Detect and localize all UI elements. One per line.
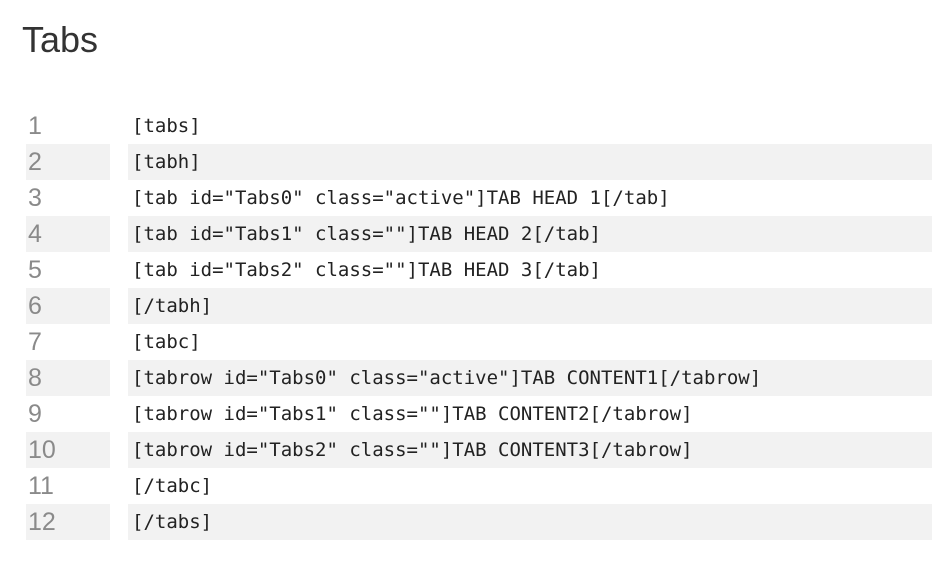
line-number: 6 xyxy=(26,288,110,324)
code-line: 2 [tabh] xyxy=(26,144,932,180)
line-gutter-gap xyxy=(110,252,128,288)
code-line: 4 [tab id="Tabs1" class=""]TAB HEAD 2[/t… xyxy=(26,216,932,252)
line-number: 7 xyxy=(26,324,110,360)
line-gutter-gap xyxy=(110,108,128,144)
line-code[interactable]: [tabrow id="Tabs2" class=""]TAB CONTENT3… xyxy=(128,432,932,468)
line-number: 5 xyxy=(26,252,110,288)
code-line: 10 [tabrow id="Tabs2" class=""]TAB CONTE… xyxy=(26,432,932,468)
line-gutter-gap xyxy=(110,432,128,468)
line-code[interactable]: [tabs] xyxy=(128,108,932,144)
line-number: 8 xyxy=(26,360,110,396)
line-code[interactable]: [/tabh] xyxy=(128,288,932,324)
line-number: 2 xyxy=(26,144,110,180)
code-line: 3 [tab id="Tabs0" class="active"]TAB HEA… xyxy=(26,180,932,216)
line-gutter-gap xyxy=(110,324,128,360)
line-number: 11 xyxy=(26,468,110,504)
line-code[interactable]: [tab id="Tabs1" class=""]TAB HEAD 2[/tab… xyxy=(128,216,932,252)
code-line: 8 [tabrow id="Tabs0" class="active"]TAB … xyxy=(26,360,932,396)
line-gutter-gap xyxy=(110,360,128,396)
line-gutter-gap xyxy=(110,468,128,504)
line-gutter-gap xyxy=(110,144,128,180)
line-number: 4 xyxy=(26,216,110,252)
line-number: 10 xyxy=(26,432,110,468)
line-code[interactable]: [tab id="Tabs2" class=""]TAB HEAD 3[/tab… xyxy=(128,252,932,288)
code-block[interactable]: 1 [tabs] 2 [tabh] 3 [tab id="Tabs0" clas… xyxy=(26,108,932,540)
line-code[interactable]: [/tabc] xyxy=(128,468,932,504)
code-line: 12 [/tabs] xyxy=(26,504,932,540)
code-line: 1 [tabs] xyxy=(26,108,932,144)
line-gutter-gap xyxy=(110,216,128,252)
code-line: 5 [tab id="Tabs2" class=""]TAB HEAD 3[/t… xyxy=(26,252,932,288)
line-code[interactable]: [tabrow id="Tabs0" class="active"]TAB CO… xyxy=(128,360,932,396)
line-code[interactable]: [tabh] xyxy=(128,144,932,180)
line-number: 3 xyxy=(26,180,110,216)
code-line: 11 [/tabc] xyxy=(26,468,932,504)
line-gutter-gap xyxy=(110,288,128,324)
line-number: 12 xyxy=(26,504,110,540)
line-number: 9 xyxy=(26,396,110,432)
code-line: 7 [tabc] xyxy=(26,324,932,360)
page-title: Tabs xyxy=(22,19,99,60)
line-number: 1 xyxy=(26,108,110,144)
line-code[interactable]: [/tabs] xyxy=(128,504,932,540)
line-code[interactable]: [tab id="Tabs0" class="active"]TAB HEAD … xyxy=(128,180,932,216)
line-code[interactable]: [tabc] xyxy=(128,324,932,360)
line-gutter-gap xyxy=(110,180,128,216)
code-line: 9 [tabrow id="Tabs1" class=""]TAB CONTEN… xyxy=(26,396,932,432)
line-gutter-gap xyxy=(110,504,128,540)
code-line: 6 [/tabh] xyxy=(26,288,932,324)
line-code[interactable]: [tabrow id="Tabs1" class=""]TAB CONTENT2… xyxy=(128,396,932,432)
line-gutter-gap xyxy=(110,396,128,432)
